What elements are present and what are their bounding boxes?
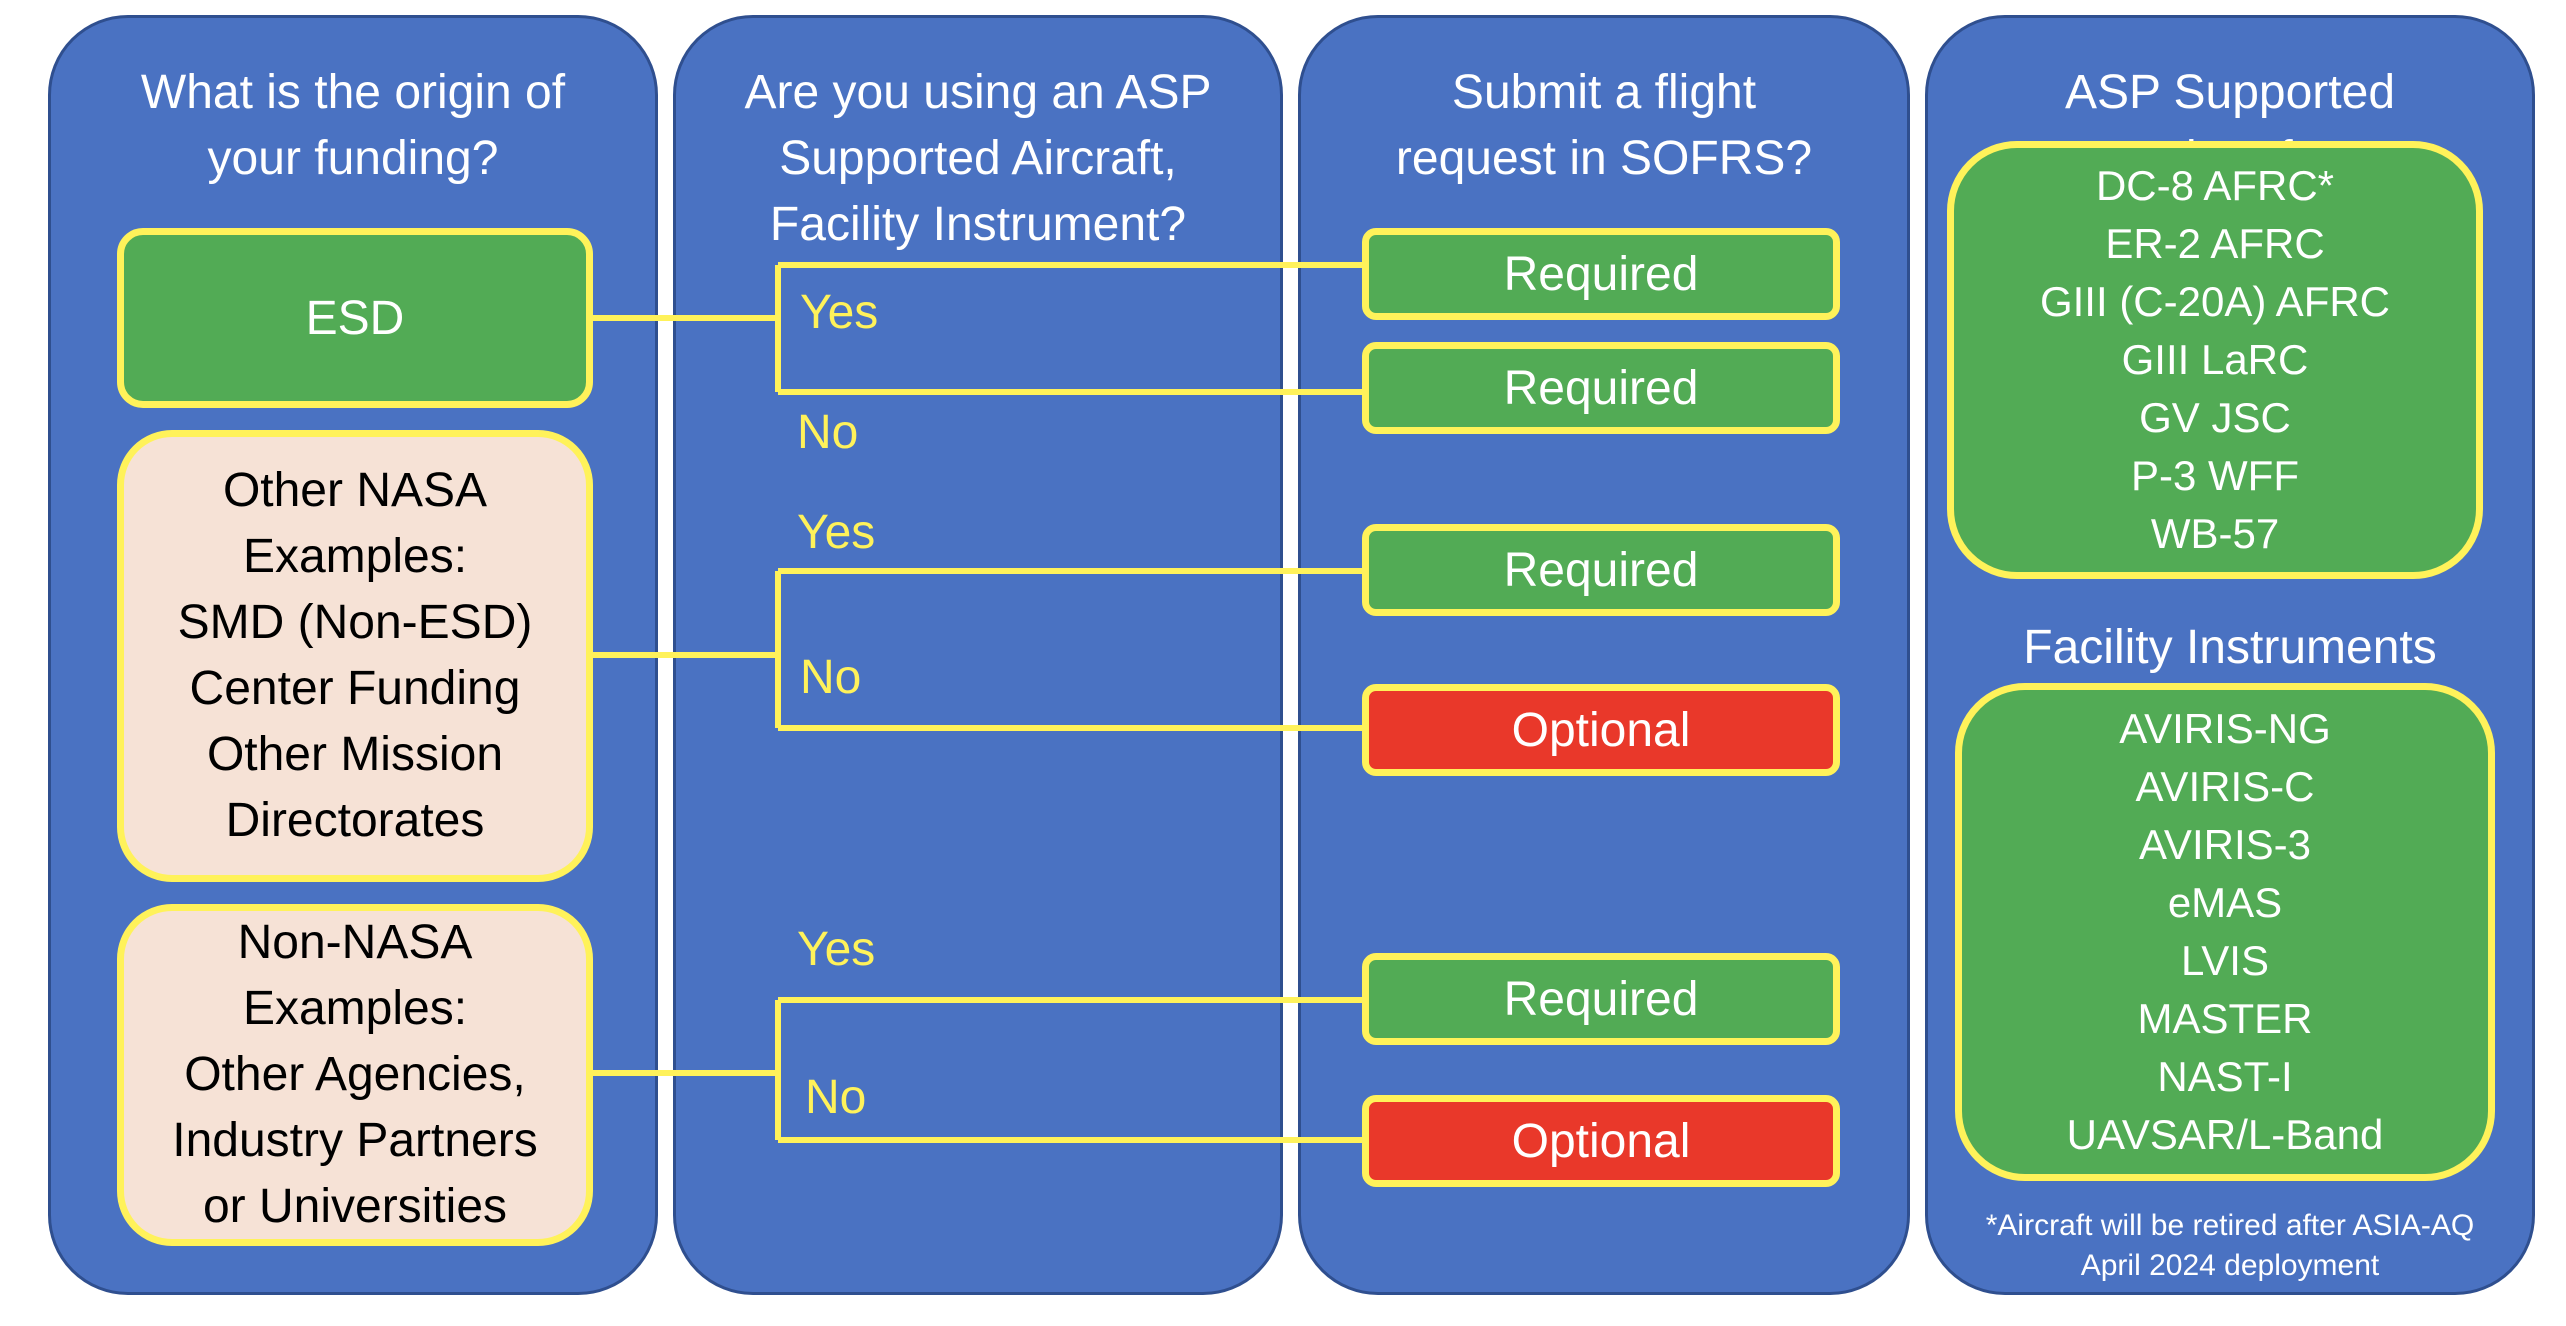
aircraft-item: GIII (C-20A) AFRC — [2039, 278, 2391, 325]
result-optional: Optional — [1362, 684, 1840, 776]
answer-no: No — [805, 1071, 867, 1124]
column-title: What is the origin of your funding? — [140, 66, 566, 185]
aircraft-item: GV JSC — [2139, 394, 2291, 441]
aircraft-item: WB-57 — [2150, 510, 2280, 557]
funding-other-nasa: Other NASA Examples: SMD (Non-ESD) Cente… — [117, 430, 593, 882]
aircraft-list: DC-8 AFRC* ER-2 AFRC GIII (C-20A) AFRC G… — [1947, 141, 2483, 579]
instrument-item: UAVSAR/L-Band — [2066, 1111, 2384, 1158]
instrument-item: AVIRIS-NG — [2119, 705, 2331, 752]
instrument-item: eMAS — [2167, 879, 2283, 926]
answer-no: No — [797, 406, 859, 459]
answer-yes: Yes — [797, 506, 876, 559]
aircraft-item: ER-2 AFRC — [2105, 220, 2325, 267]
facility-instruments-list: AVIRIS-NG AVIRIS-C AVIRIS-3 eMAS LVIS MA… — [1955, 683, 2495, 1181]
instrument-item: MASTER — [2137, 995, 2313, 1042]
instrument-item: NAST-I — [2157, 1053, 2293, 1100]
result-optional: Optional — [1362, 1095, 1840, 1187]
result-required: Required — [1362, 524, 1840, 616]
answer-yes: Yes — [800, 286, 879, 339]
aircraft-item: P-3 WFF — [2131, 452, 2299, 499]
column-title: Are you using an ASP Supported Aircraft,… — [744, 66, 1212, 251]
funding-non-nasa: Non-NASA Examples: Other Agencies, Indus… — [117, 904, 593, 1246]
footnote: *Aircraft will be retired after ASIA-AQ … — [1985, 1209, 2475, 1282]
column-title: Submit a flight request in SOFRS? — [1395, 66, 1813, 185]
instrument-item: AVIRIS-C — [2135, 763, 2315, 810]
answer-no: No — [800, 651, 862, 704]
answer-yes: Yes — [797, 923, 876, 976]
result-required: Required — [1362, 228, 1840, 320]
facility-instruments-title: Facility Instruments — [2023, 621, 2437, 674]
instrument-item: AVIRIS-3 — [2139, 821, 2311, 868]
funding-esd: ESD — [117, 228, 593, 408]
result-required: Required — [1362, 953, 1840, 1045]
aircraft-item: DC-8 AFRC* — [2095, 162, 2335, 209]
result-required: Required — [1362, 342, 1840, 434]
instrument-item: LVIS — [2181, 937, 2269, 984]
aircraft-item: GIII LaRC — [2121, 336, 2309, 383]
